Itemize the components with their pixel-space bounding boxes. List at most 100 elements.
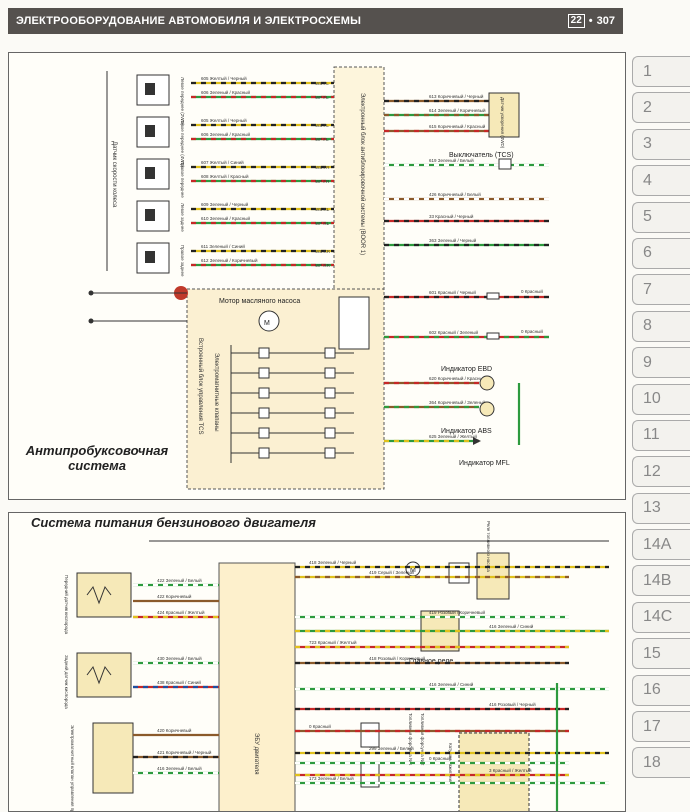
abs-node-1: [88, 290, 94, 296]
valve-diode-5: [324, 447, 336, 459]
wheel-sensor-pin-a-4: WS RR: [315, 249, 331, 254]
sensor-group-label: Датчик скорости колеса: [111, 141, 117, 208]
abs-right-end-2: 0 Красный: [521, 328, 543, 334]
o2-sensor-label-2: Задний датчик кислорода: [64, 655, 70, 709]
chapter-tab-3[interactable]: 3: [632, 128, 690, 160]
page-number: 22 • 307: [567, 14, 615, 28]
wheel-sensor-pin-a-1: WS FL: [315, 123, 329, 128]
wheel-sensor-name-2: Правое переднее: [180, 161, 185, 198]
chapter-tab-7[interactable]: 7: [632, 274, 690, 306]
accel-sensor-box: [488, 92, 520, 138]
chapter-tab-2[interactable]: 2: [632, 92, 690, 124]
abs-node-2: [88, 318, 94, 324]
main-relay-label: Главное реле: [409, 658, 453, 665]
wheel-sensor-pin-a-3: WS RL: [315, 207, 330, 212]
chapter-tab-14B[interactable]: 14B: [632, 565, 690, 597]
tcs-switch-label: Выключатель (TCS): [449, 152, 514, 159]
indicator-ebd-label: Индикатор EBD: [441, 366, 492, 373]
abs-right-wire-label-4: 426 Коричневый / Белый: [429, 191, 481, 197]
ecu-right-wire-label-3: 416 Зеленый / Синий: [489, 623, 534, 629]
wheel-sensor-wire-b-label-3: 610 Зеленый / Красный: [201, 215, 251, 221]
valve-diode-3: [324, 407, 336, 419]
pump-motor-letter: M: [264, 320, 270, 327]
chapter-tab-13[interactable]: 13: [632, 492, 690, 524]
accel-sensor-label: Датчик ускорения (4WD): [500, 97, 505, 149]
chapter-tab-14C[interactable]: 14C: [632, 601, 690, 633]
abs-ecu-label: Электронный блок антиблокировочной систе…: [359, 93, 366, 255]
abs-right-wire-label-5: 33 Красный / Черный: [429, 213, 474, 219]
abs-right-end-1: 0 Красный: [521, 288, 543, 294]
fuel-system-caption: Система питания бензинового двигателя: [31, 515, 316, 530]
valve-coil-5: [258, 447, 270, 459]
o2-sensor-2: [76, 652, 132, 698]
chapter-tab-12[interactable]: 12: [632, 456, 690, 488]
tcs-block-label: Встроенный блок управления TCS: [197, 338, 204, 434]
ecu-left-wire-label-7: 416 Зеленый / Белый: [157, 765, 202, 771]
valve-diode-0: [324, 347, 336, 359]
ecu-right-wire-label-2: 419 Розовый / Коричневый: [429, 609, 486, 615]
chapter-tab-6[interactable]: 6: [632, 237, 690, 269]
chapter-tab-15[interactable]: 15: [632, 638, 690, 670]
indicator-abs-label: Индикатор ABS: [441, 428, 492, 435]
wheel-sensor-pin-a-2: WS FR: [315, 165, 330, 170]
purge-valve-box: [92, 722, 134, 794]
chapter-tab-4[interactable]: 4: [632, 165, 690, 197]
o2-sensor-1: [76, 572, 132, 618]
abs-tcs-diagram-panel: Электронный блок антиблокировочной систе…: [8, 52, 626, 500]
chapter-tab-16[interactable]: 16: [632, 674, 690, 706]
indicator-mfl-label: Индикатор MFL: [459, 460, 510, 467]
abs-right-wire-label-2: 615 Коричневый / Красный: [429, 123, 486, 129]
abs-fuse-1: [486, 292, 500, 300]
wheel-sensor-name-3: Левое заднее: [180, 203, 185, 232]
chapter-tab-14A[interactable]: 14A: [632, 529, 690, 561]
chapter-tab-9[interactable]: 9: [632, 347, 690, 379]
ecu-left-wire-label-2: 424 Красный / Желтый: [157, 609, 205, 615]
chapter-tab-17[interactable]: 17: [632, 711, 690, 743]
chapter-tab-8[interactable]: 8: [632, 310, 690, 342]
chapter-tab-11[interactable]: 11: [632, 419, 690, 451]
wheel-sensor-wire-a-label-4: 611 Зеленый / Синий: [201, 243, 245, 249]
chapter-tab-18[interactable]: 18: [632, 747, 690, 779]
ecu-left-wire-label-3: 430 Зеленый / Белый: [157, 655, 202, 661]
chapter-tab-1[interactable]: 1: [632, 56, 690, 87]
wheel-sensor-wire-a-label-3: 609 Зеленый / Черный: [201, 201, 249, 207]
abs-right-wire-label-3: 619 Зеленый / Белый: [429, 157, 474, 163]
ecu-right-wire-label-5: 418 Розовый / Коричневый: [369, 655, 426, 661]
wheel-sensor-pin-b-3: WP RL: [315, 221, 330, 226]
pump-relay-label: Реле топливного насоса: [486, 521, 491, 572]
wheel-sensor-core-2: [145, 167, 155, 179]
ecu-right-wire-label-9: 299 Зеленый / Белый: [369, 745, 414, 751]
abs-tcs-caption: Антипробуксовочная система: [25, 443, 169, 473]
chapter-tab-5[interactable]: 5: [632, 201, 690, 233]
ecu-right-wire-label-0: 418 Зеленый / Черный: [309, 559, 357, 565]
ecu-left-wire-label-4: 438 Красный / Синий: [157, 679, 201, 685]
ecu-right-wire-label-6: 416 Зеленый / Синий: [429, 681, 474, 687]
valve-coil-1: [258, 367, 270, 379]
wheel-sensor-pin-b-4: WP RR: [315, 263, 331, 268]
pump-motor-symbol: [258, 310, 280, 332]
page-number-value: 307: [596, 15, 615, 27]
injector-1-box: [360, 722, 380, 748]
indicator-ebd-lamp: [479, 375, 495, 391]
valve-diode-2: [324, 387, 336, 399]
engine-ecu-box: [218, 562, 296, 811]
abs-right-wire-label-6: 363 Зеленый / Черный: [429, 237, 477, 243]
abs-right-wire-label-10: 364 Коричневый / Зеленый: [429, 399, 486, 405]
wheel-sensor-pin-b-0: WP FL: [315, 95, 329, 100]
ignition-coil-box: [458, 732, 530, 811]
valve-coil-0: [258, 347, 270, 359]
wheel-sensor-wire-a-label-1: 605 Желтый / Черный: [201, 117, 247, 123]
injector-2-label: Топливная форсунка №2: [420, 713, 425, 766]
wheel-sensor-wire-b-label-0: 606 Зеленый / Красный: [201, 89, 251, 95]
ecu-left-wire-label-5: 420 Коричневый: [157, 727, 192, 733]
wheel-sensor-wire-a-label-0: 605 Желтый / Черный: [201, 75, 247, 81]
abs-right-wire-label-1: 614 Зеленый / Коричневый: [429, 107, 486, 113]
wheel-sensor-pin-b-2: WP FR: [315, 179, 330, 184]
wheel-sensor-name-1: Левое переднее (4WD): [180, 119, 185, 168]
chapter-tab-10[interactable]: 10: [632, 383, 690, 415]
indicator-abs-lamp: [479, 401, 495, 417]
ecu-right-wire-label-10: 0 Красный: [429, 755, 451, 761]
